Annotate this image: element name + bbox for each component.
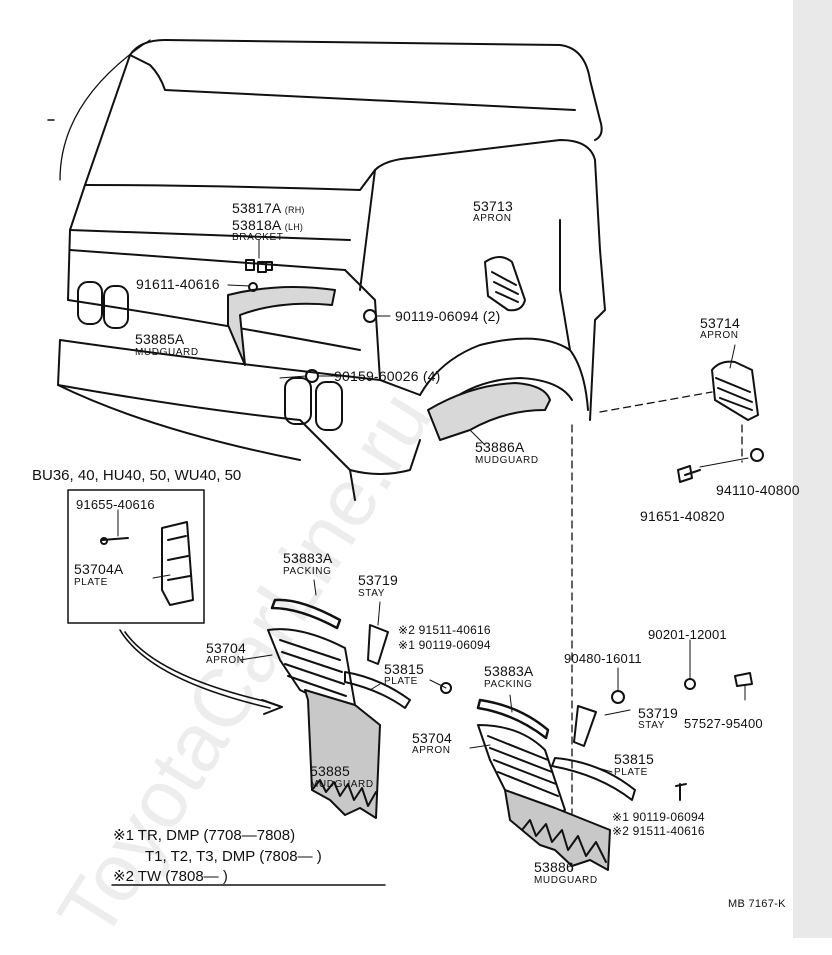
label-53883A-right: 53883A — [484, 663, 534, 679]
label-53885A: 53885A — [135, 331, 185, 347]
fastener-marks — [100, 282, 764, 801]
mudguard-53885A-shape — [227, 285, 336, 366]
name-53883A-left: PACKING — [283, 566, 332, 577]
mudguard-53886A-shape — [427, 382, 551, 441]
name-53885: MUDGUARD — [310, 779, 374, 790]
note-1a: ※1 TR, DMP (7708—7808) — [113, 827, 296, 844]
label-90201: 90201-12001 — [648, 627, 727, 642]
name-53886A: MUDGUARD — [475, 455, 539, 466]
page-edge — [793, 0, 832, 938]
label-53817A: 53817A (RH) — [232, 201, 305, 215]
name-53883A-right: PACKING — [484, 679, 533, 690]
label-53886A: 53886A — [475, 439, 525, 455]
label-94110: 94110-40800 — [716, 482, 800, 498]
label-57527: 57527-95400 — [684, 716, 763, 731]
right-apron-assembly — [476, 698, 636, 871]
name-53714: APRON — [700, 330, 739, 341]
part-side: (LH) — [284, 222, 304, 232]
label-53883A-left: 53883A — [283, 550, 333, 566]
name-53713: APRON — [473, 213, 512, 224]
label-53704-right: 53704 — [412, 730, 452, 746]
label-90119-left: ※1 90119-06094 — [398, 638, 491, 652]
label-91655: 91655-40616 — [76, 497, 155, 512]
model-caption: BU36, 40, HU40, 50, WU40, 50 — [32, 467, 242, 484]
name-53815-left: PLATE — [384, 676, 418, 687]
name-53885A: MUDGUARD — [135, 347, 199, 358]
inset-box — [67, 489, 283, 715]
label-53719-right: 53719 — [638, 705, 678, 721]
label-91611: 91611-40616 — [136, 276, 220, 292]
part-number: 53817A — [232, 200, 281, 216]
name-53719-right: STAY — [638, 720, 666, 731]
part-number: 53818A — [232, 217, 281, 233]
name-bracket: BRACKET — [232, 232, 284, 243]
name-53704-right: APRON — [412, 745, 451, 756]
label-53818A: 53818A (LH) — [232, 218, 303, 232]
name-53815-right: PLATE — [614, 767, 648, 778]
label-90480: 90480-16011 — [564, 651, 642, 666]
label-91511-left: ※2 91511-40616 — [398, 623, 491, 637]
label-91511-right: ※2 91511-40616 — [612, 824, 705, 838]
apron-53713-shape — [484, 256, 526, 312]
label-91651: 91651-40820 — [640, 508, 725, 524]
truck-cab — [57, 39, 606, 501]
left-apron-assembly — [267, 598, 411, 819]
bracket-53817A-shape — [245, 259, 273, 273]
label-53714: 53714 — [700, 315, 740, 331]
note-2: ※2 TW (7808— ) — [113, 868, 228, 885]
note-1b: T1, T2, T3, DMP (7808— ) — [145, 848, 322, 865]
label-90159: 90159-60026 (4) — [334, 368, 441, 384]
label-53886: 53886 — [534, 859, 574, 875]
label-53713: 53713 — [473, 198, 513, 214]
dashed-connectors — [59, 39, 743, 871]
name-53704A: PLATE — [74, 577, 108, 588]
label-53704-left: 53704 — [206, 640, 246, 656]
name-53704-left: APRON — [206, 655, 245, 666]
diagram-sheet — [0, 0, 793, 938]
drawing-id: MB 7167-K — [728, 898, 786, 910]
parts-drawing — [47, 39, 764, 886]
name-53886: MUDGUARD — [534, 875, 598, 886]
label-53704A: 53704A — [74, 561, 124, 577]
label-53719-left: 53719 — [358, 572, 398, 588]
label-53815-right: 53815 — [614, 751, 654, 767]
apron-53714-shape — [711, 360, 759, 421]
part-side: (RH) — [284, 205, 305, 215]
label-53885: 53885 — [310, 763, 350, 779]
label-90119-right: ※1 90119-06094 — [612, 810, 705, 824]
label-53815-left: 53815 — [384, 661, 424, 677]
name-53719-left: STAY — [358, 588, 386, 599]
label-90119-2: 90119-06094 (2) — [395, 308, 501, 324]
